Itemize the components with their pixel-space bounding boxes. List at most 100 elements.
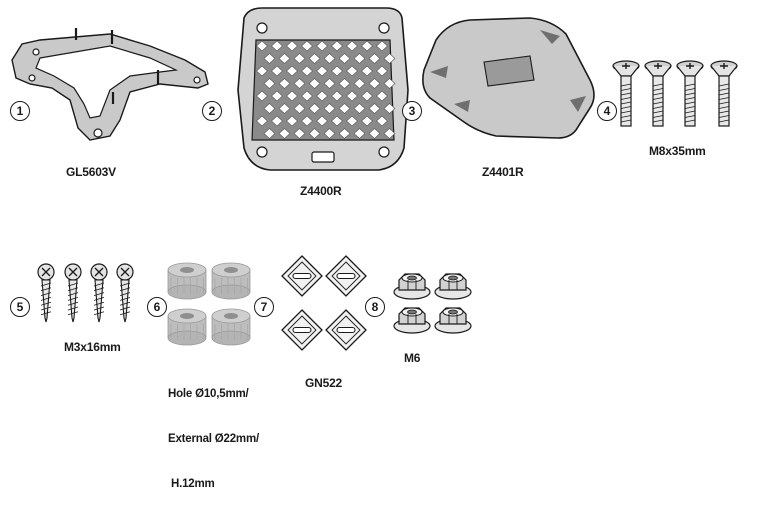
item-label-2: Z4400R (300, 184, 342, 198)
gn522-piece (325, 255, 367, 297)
grid-hole (353, 53, 366, 64)
item-number-6: 6 (147, 297, 167, 317)
grid-hole (286, 40, 298, 52)
m8-screw (612, 60, 640, 127)
m3-screw (116, 263, 134, 323)
grid-hole (256, 40, 268, 52)
grid-hole (323, 78, 336, 89)
screws-m8x35mm-drawing (612, 60, 738, 127)
grid-hole (286, 65, 298, 77)
grid-hole (376, 115, 388, 127)
item-label-8: M6 (404, 351, 421, 365)
m6-nut (393, 273, 431, 300)
item-label-6-line-3: H.12mm (168, 478, 215, 490)
grid-hole (286, 115, 298, 127)
gn522-drawing (281, 255, 367, 351)
grid-hole (361, 115, 373, 127)
grid-hole (316, 115, 328, 127)
nuts-m6-drawing (393, 273, 472, 334)
gn522-piece (281, 255, 323, 297)
grid-hole (383, 128, 396, 139)
grid-hole (293, 103, 306, 114)
grid-hole (338, 103, 351, 114)
grid-hole (271, 115, 283, 127)
grid-hole (278, 78, 291, 89)
grid-hole (301, 90, 313, 102)
spacer (167, 308, 207, 346)
item-label-7: GN522 (305, 376, 343, 390)
grid-hole (271, 65, 283, 77)
item-label-1: GL5603V (66, 165, 116, 179)
grid-hole (361, 90, 373, 102)
grid-hole (353, 128, 366, 139)
grid-hole (376, 65, 388, 77)
grid-hole (353, 103, 366, 114)
grid-hole (323, 103, 336, 114)
grid-hole (278, 53, 291, 64)
grid-hole (256, 65, 268, 77)
item-number-1: 1 (10, 101, 30, 121)
m8-screw (644, 60, 672, 127)
grid-hole (331, 40, 343, 52)
grid-hole (331, 90, 343, 102)
grid-hole (383, 103, 396, 114)
m3-screw (37, 263, 55, 323)
m8-screw (676, 60, 704, 127)
grid-hole (263, 128, 276, 139)
grid-hole (316, 40, 328, 52)
gn522-piece (281, 309, 323, 351)
grid-hole (346, 40, 358, 52)
grid-hole (376, 40, 388, 52)
grid-hole (383, 78, 396, 89)
grid-hole (338, 128, 351, 139)
grid-hole (278, 128, 291, 139)
spacers-drawing (167, 262, 251, 346)
item-label-4: M8x35mm (649, 144, 706, 158)
item-number-7: 7 (254, 297, 274, 317)
grid-hole (301, 40, 313, 52)
grid-hole (301, 115, 313, 127)
grid-hole (271, 40, 283, 52)
plate-z4401r-drawing (422, 17, 595, 139)
spacer (211, 308, 251, 346)
item-label-5: M3x16mm (64, 340, 121, 354)
item-label-3: Z4401R (482, 165, 524, 179)
grid-hole (293, 78, 306, 89)
grid-hole (331, 65, 343, 77)
grid-hole (308, 53, 321, 64)
m8-screw (710, 60, 738, 127)
m6-nut (434, 273, 472, 300)
item-number-3: 3 (402, 101, 422, 121)
grid-hole (308, 128, 321, 139)
grid-hole (361, 65, 373, 77)
grid-hole (338, 53, 351, 64)
grid-hole (361, 40, 373, 52)
grid-hole (256, 90, 268, 102)
grid-hole (263, 78, 276, 89)
grid-hole (308, 103, 321, 114)
grid-hole (383, 53, 396, 64)
grid-hole (301, 65, 313, 77)
grid-hole (286, 90, 298, 102)
grid-hole (368, 128, 381, 139)
item-label-6: Hole Ø10,5mm/ External Ø22mm/ H.12mm (168, 357, 259, 507)
grid-hole (353, 78, 366, 89)
grid-hole (316, 65, 328, 77)
grid-hole (256, 115, 268, 127)
grid-hole (308, 78, 321, 89)
grid-hole (368, 103, 381, 114)
m3-screw (64, 263, 82, 323)
grid-hole (346, 90, 358, 102)
grid-hole (263, 103, 276, 114)
item-number-2: 2 (202, 101, 222, 121)
m6-nut (434, 307, 472, 334)
grid-hole (338, 78, 351, 89)
m6-nut (393, 307, 431, 334)
screws-m3x16mm-drawing (37, 263, 134, 323)
grid-hole (368, 53, 381, 64)
item-number-4: 4 (597, 101, 617, 121)
spacer (167, 262, 207, 300)
item-label-6-line-1: Hole Ø10,5mm/ (168, 388, 249, 400)
plate-gl5603v-drawing (11, 28, 209, 141)
grid-hole (271, 90, 283, 102)
